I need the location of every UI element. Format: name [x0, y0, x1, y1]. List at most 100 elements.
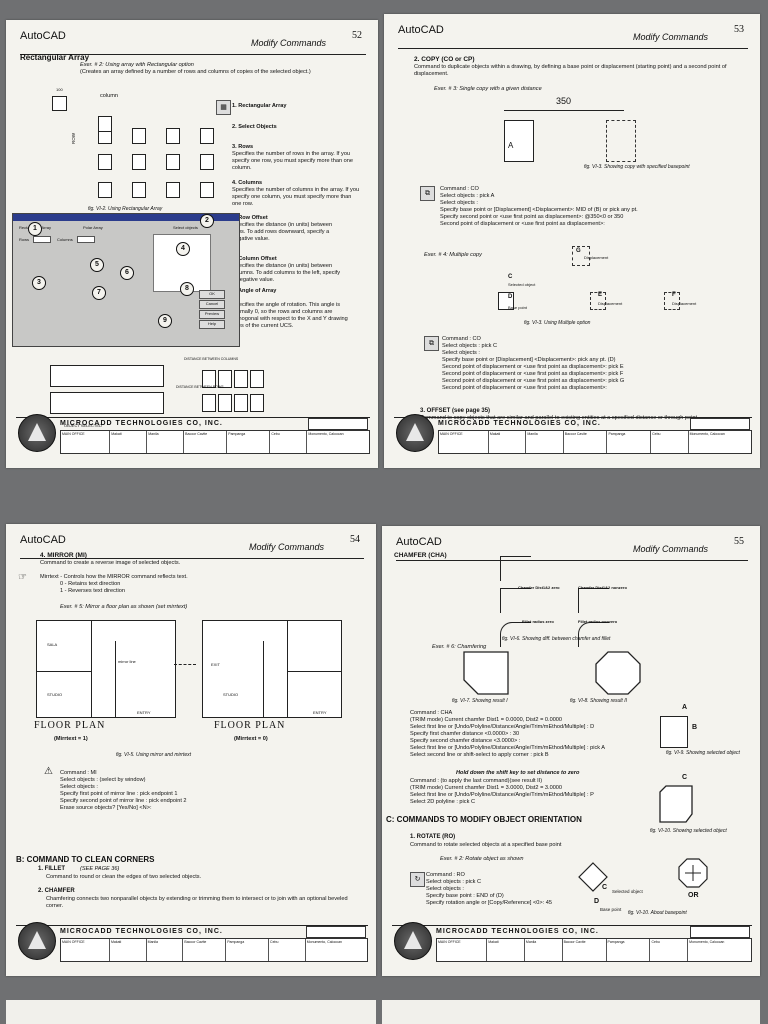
mirror-icon: ⚠ [44, 766, 53, 777]
marker-2: 2 [200, 214, 214, 228]
rotated-object [578, 862, 608, 892]
help-button[interactable]: Help [199, 320, 225, 329]
select-objects-button[interactable]: Select objects [173, 225, 198, 230]
command-line: Erase source objects? [Yes/No] <N>: [60, 805, 152, 811]
command-line: Select objects : pick C [426, 879, 482, 885]
branch-cell: Pampanga [607, 431, 652, 453]
step-4-desc: Specifies the number of columns in the a… [232, 187, 360, 207]
corner-diagram [500, 556, 531, 581]
exercise: Exer. # 2: Using array with Rectangular … [80, 62, 194, 68]
marker-6: 6 [120, 266, 134, 280]
command-line: Command : MI [60, 770, 97, 776]
array-box-bottom [50, 392, 164, 414]
mirror-line [174, 664, 196, 666]
room-label: STUDIO [223, 692, 239, 697]
copy-e [590, 292, 606, 310]
page-number: 54 [350, 534, 360, 545]
command-line: Select second line or shift-select to ap… [410, 752, 549, 758]
cancel-button[interactable]: Cancel [199, 300, 225, 309]
point-g: G [576, 248, 581, 254]
mirrtext-note: Mirrtext - Controls how the MIRROR comma… [40, 574, 188, 580]
branch-cell: Cebu [269, 939, 306, 961]
command-line: Specify rotation angle or [Copy/Referenc… [426, 900, 552, 906]
branch-cell: Cebu [270, 431, 308, 453]
command-line: Second point of displacement or <use fir… [442, 371, 624, 377]
page-header: AutoCAD Modify Commands 55 [396, 534, 748, 561]
section-title: Modify Commands [632, 544, 708, 554]
branch-cell: MAIN OFFICE [61, 939, 110, 961]
step-5: 5. Row Offset [232, 215, 268, 221]
figure-caption: fig. VI-8. Showing result II [570, 698, 627, 704]
dialog-titlebar [13, 214, 239, 221]
copy-f [664, 292, 680, 310]
page-55: AutoCAD Modify Commands 55 CHAMFER (CHA)… [382, 526, 760, 976]
microcadd-logo [396, 414, 434, 452]
array-dialog: Rectangular Array Polar Array Select obj… [12, 213, 240, 347]
company-name: MICROCADD TECHNOLOGIES CO, INC. [60, 420, 223, 427]
array-copy [234, 394, 248, 412]
room-label: EXIT [211, 662, 220, 667]
command-line: Select first line or [Undo/Polyline/Dist… [410, 792, 594, 798]
point-c: C [602, 884, 608, 891]
point-d: D [508, 294, 513, 300]
description: Command to copy objects that are similar… [420, 415, 699, 421]
step-3: 3. Rows [232, 144, 254, 150]
marker-7: 7 [92, 286, 106, 300]
branches-table: MAIN OFFICE Makati Manila Bacoor Cavite … [60, 430, 370, 454]
wall [287, 621, 288, 717]
command-line: Second point of displacement or <use fir… [442, 378, 625, 384]
floor-plan-right: EXIT STUDIO ENTRY [202, 620, 342, 718]
corner-diagram [578, 622, 609, 647]
app-title: AutoCAD [398, 24, 444, 36]
corner-diagram [500, 588, 531, 613]
branch-cell: Manila [147, 939, 184, 961]
preview-button[interactable]: Preview [199, 310, 225, 319]
ok-button[interactable]: OK [199, 290, 225, 299]
command-line: Specify first point of mirror line : pic… [60, 791, 178, 797]
heading: 1. ROTATE (RO) [410, 834, 456, 840]
note: Hold down the shift key to set distance … [456, 770, 580, 776]
command-line: Select objects : [60, 784, 98, 790]
array-copy [250, 370, 264, 388]
floor-plan-title: FLOOR PLAN [34, 720, 106, 731]
array-cell [98, 154, 112, 170]
pointing-hand-icon: ☞ [18, 572, 27, 583]
dimension-line [504, 110, 624, 111]
branches-table: MAIN OFFICE Makati Manila Bacoor Cavite … [438, 430, 752, 454]
array-cell [132, 128, 146, 144]
command-line: Specify base point or [Displacement] <Di… [442, 357, 616, 363]
branch-cell: Cebu [650, 939, 689, 961]
branch-cell: Pampanga [227, 431, 271, 453]
floor-plan-subtitle: (Mirrtext = 0) [234, 736, 268, 742]
description: Command to rotate selected objects at a … [410, 842, 562, 848]
page-header: AutoCAD Modify Commands 54 [20, 532, 364, 559]
array-cell [132, 154, 146, 170]
columns-input[interactable] [77, 236, 95, 243]
figure-caption: fig. VI-5. Using mirror and mirrtext [116, 752, 192, 758]
section-title: Modify Commands [632, 32, 708, 42]
step-6: 6. Column Offset [232, 256, 277, 262]
displacement-label: Displacement [598, 301, 623, 306]
command-line: Select objects : pick A [440, 193, 495, 199]
rows-input[interactable] [33, 236, 51, 243]
room-label: ENTRY [313, 710, 327, 715]
figure-caption: fig. VI-7. Showing result I [452, 698, 508, 704]
exercise-note: (Creates an array defined by a number of… [80, 69, 311, 75]
array-box-top [50, 365, 164, 387]
array-cell [200, 154, 214, 170]
command-line: Specify second point of mirror line : pi… [60, 798, 187, 804]
marker-8: 8 [180, 282, 194, 296]
page-54: AutoCAD Modify Commands 54 4. MIRROR (MI… [6, 524, 376, 976]
website-box [690, 418, 750, 430]
command-line: Select objects : [426, 886, 464, 892]
company-name: MICROCADD TECHNOLOGIES CO, INC. [436, 928, 599, 935]
distance-columns-label: DISTANCE BETWEEN COLUMNS [184, 357, 239, 361]
polar-radio[interactable]: Polar Array [83, 225, 103, 230]
command-line: Select first line or [Undo/Polyline/Dist… [410, 724, 595, 730]
branch-cell: MAIN OFFICE [61, 431, 111, 453]
branch-cell: Cebu [651, 431, 689, 453]
displacement-label: Displacement [672, 301, 697, 306]
polyline-shape [659, 785, 693, 823]
point-c: C [508, 274, 513, 280]
command-line: Select 2D polyline : pick C [410, 799, 475, 805]
